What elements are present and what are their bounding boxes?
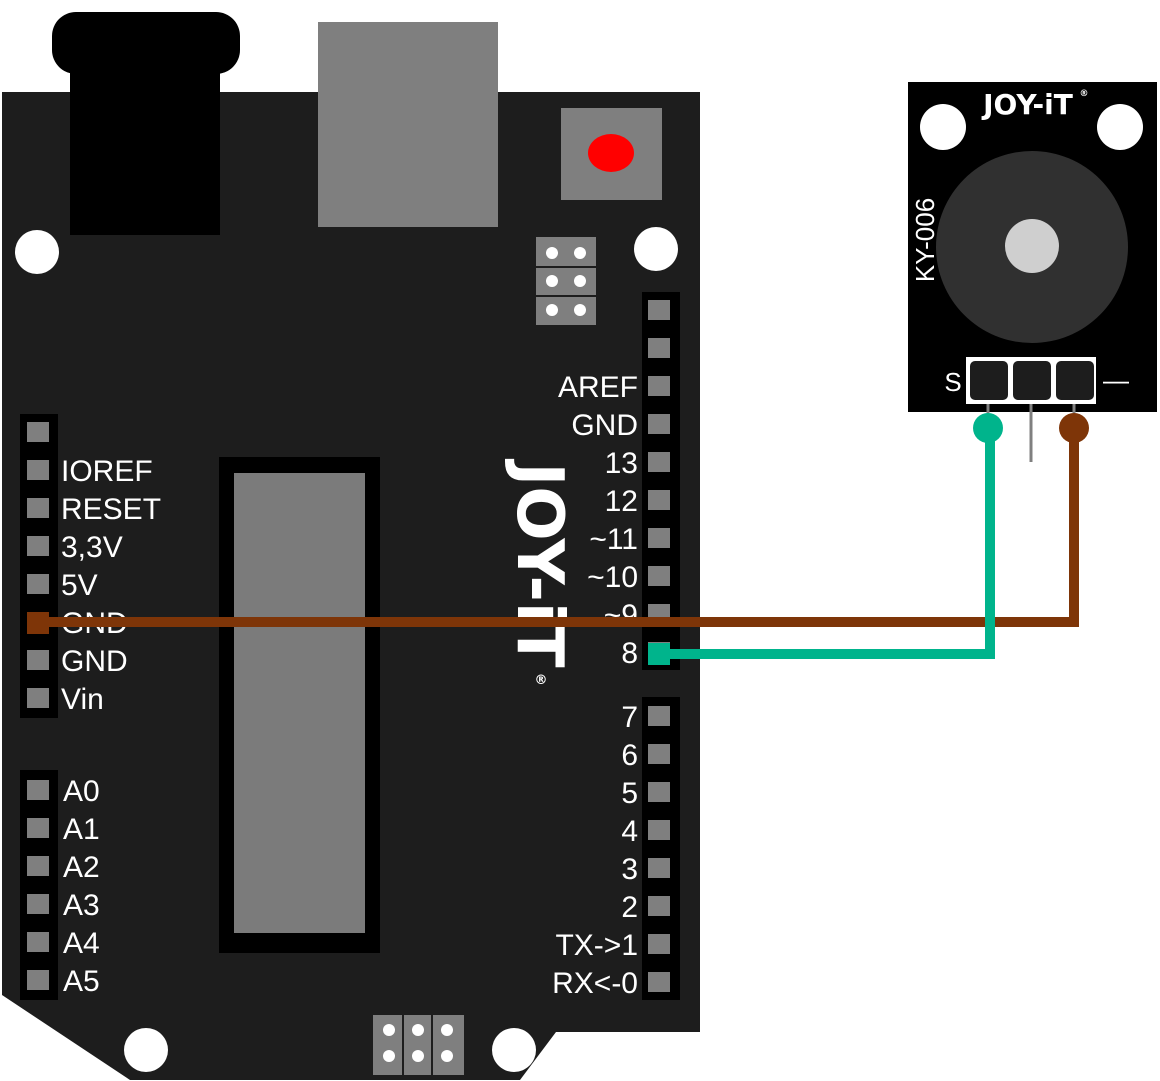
module-pin-label-minus: —: [1103, 365, 1129, 395]
mounting-hole: [492, 1028, 536, 1072]
reset-led: [588, 134, 634, 172]
header-pin: [648, 528, 670, 548]
pin-label: A0: [63, 775, 100, 808]
header-pin: [27, 970, 49, 990]
pin-label: GND: [61, 645, 128, 678]
board-logo-mark: ®: [535, 673, 548, 688]
header-pin: [27, 498, 49, 518]
header-pin: [27, 422, 49, 442]
pin-label: ~11: [589, 523, 638, 556]
pin-label: IOREF: [61, 455, 153, 488]
pin-label: 3: [621, 853, 638, 886]
module-hole: [1097, 104, 1143, 150]
gnd-wire-start: [27, 612, 49, 634]
buzzer-center: [1005, 219, 1059, 273]
board-logo: JOY-iT: [502, 458, 576, 667]
pin-label: A3: [63, 889, 100, 922]
icsp-header-top: [536, 237, 596, 325]
pin-label: 5: [621, 777, 638, 810]
pin-label: ~10: [587, 561, 638, 594]
pin-label: GND: [571, 409, 638, 442]
header-pin: [648, 934, 670, 954]
pin-label: 3,3V: [61, 531, 123, 564]
pin-label: RESET: [61, 493, 161, 526]
signal-wire-end: [973, 413, 1003, 443]
module-pin-signal: [970, 361, 1008, 400]
header-pin: [648, 376, 670, 396]
header-pin: [648, 782, 670, 802]
header-pin: [648, 452, 670, 472]
pin-label: 8: [621, 637, 638, 670]
mounting-hole: [124, 1028, 168, 1072]
header-pin: [27, 574, 49, 594]
header-pin: [648, 566, 670, 586]
pin-label: A1: [63, 813, 100, 846]
pin-label: 5V: [61, 569, 98, 602]
header-pin: [27, 818, 49, 838]
mounting-hole: [634, 227, 678, 271]
signal-wire: [659, 428, 995, 659]
pin-label: ~9: [604, 599, 638, 632]
mcu-chip: [234, 473, 365, 933]
header-pin: [27, 856, 49, 876]
module-logo-mark: ®: [1080, 89, 1089, 99]
signal-wire-start: [648, 643, 670, 665]
module-pin-ground: [1056, 361, 1094, 400]
pin-label: 6: [621, 739, 638, 772]
header-pin: [648, 338, 670, 358]
header-pin: [27, 460, 49, 480]
header-pin: [648, 414, 670, 434]
pin-label: TX->1: [555, 929, 638, 962]
module-pin-vcc: [1013, 361, 1051, 400]
header-pin: [27, 650, 49, 670]
header-pin: [648, 972, 670, 992]
pin-label: A5: [63, 965, 100, 998]
pin-label: AREF: [558, 371, 638, 404]
pin-label: RX<-0: [552, 967, 638, 1000]
header-pin: [648, 490, 670, 510]
header-pin: [648, 300, 670, 320]
svg-text:JOY-iT: JOY-iT: [502, 458, 576, 667]
module-logo: JOY-iT: [981, 88, 1073, 121]
header-pin: [648, 706, 670, 726]
usb-connector: [318, 22, 498, 227]
pin-label: 4: [621, 815, 638, 848]
header-pin: [27, 894, 49, 914]
header-pin: [648, 858, 670, 878]
header-pin: [27, 536, 49, 556]
header-pin: [27, 688, 49, 708]
header-pin: [648, 744, 670, 764]
pin-label: 12: [605, 485, 638, 518]
wires: [27, 413, 1089, 665]
module-pin-label-s: S: [944, 367, 961, 397]
power-header: [20, 414, 58, 718]
gnd-wire: [38, 428, 1079, 627]
gnd-wire-end: [1059, 413, 1089, 443]
header-pin: [27, 780, 49, 800]
mounting-hole: [15, 230, 59, 274]
header-pin: [648, 820, 670, 840]
icsp-header-bottom: [373, 1015, 464, 1075]
pin-label: A2: [63, 851, 100, 884]
module-hole: [920, 104, 966, 150]
pin-label: A4: [63, 927, 100, 960]
power-jack-body: [70, 55, 220, 235]
pin-label: 2: [621, 891, 638, 924]
pin-label: 13: [605, 447, 638, 480]
header-pin: [27, 932, 49, 952]
header-pin: [648, 896, 670, 916]
digital-header-bottom: [642, 697, 680, 1000]
ky006-module: JOY-iT ® KY-006 S —: [908, 82, 1157, 462]
pin-label: Vin: [61, 683, 104, 716]
pin-label: 7: [621, 701, 638, 734]
module-name: KY-006: [910, 198, 940, 282]
analog-header: [20, 770, 58, 1000]
